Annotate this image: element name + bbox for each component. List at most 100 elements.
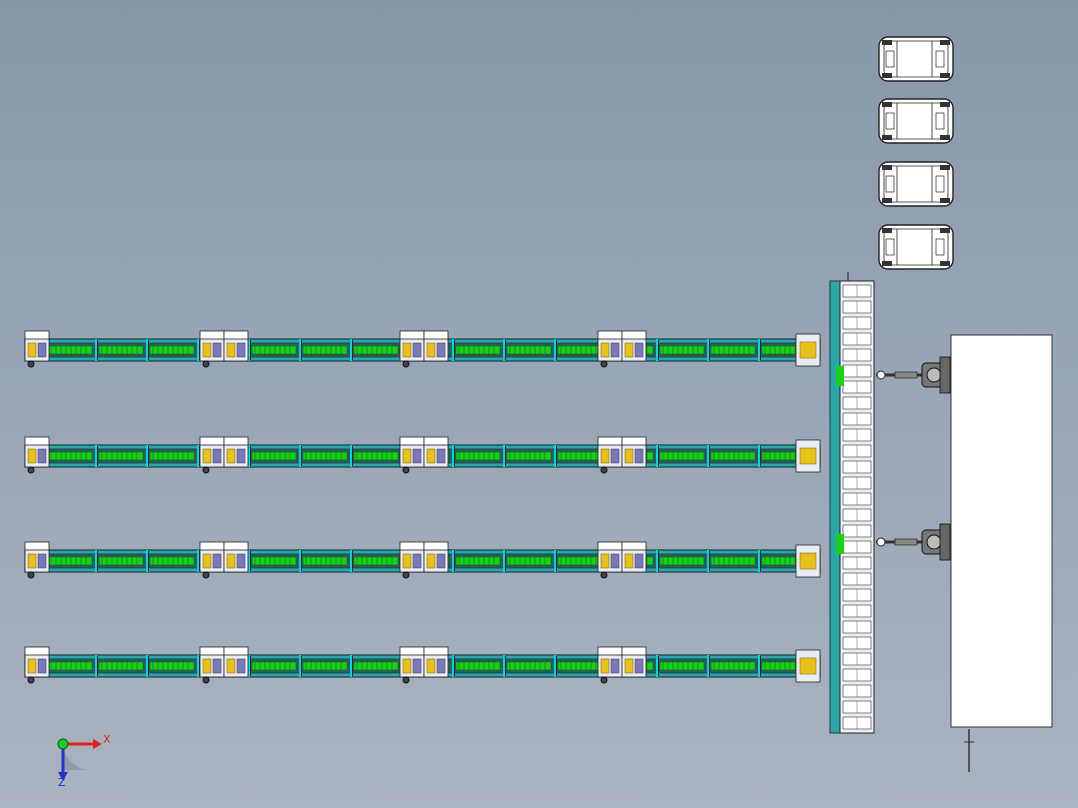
segment-head bbox=[399, 330, 425, 368]
vehicle-body bbox=[878, 36, 954, 82]
vehicle-seat bbox=[885, 50, 895, 68]
parked-vehicle bbox=[878, 98, 954, 144]
roller-section bbox=[251, 345, 297, 355]
segment-head bbox=[199, 330, 225, 368]
head-clamp bbox=[37, 553, 47, 569]
head-wheel bbox=[27, 676, 35, 684]
head-wheel bbox=[402, 466, 410, 474]
cyan-accent bbox=[248, 655, 250, 677]
triad-x-label: X bbox=[103, 733, 111, 746]
head-clamp bbox=[212, 448, 222, 464]
cyan-accent bbox=[707, 550, 709, 572]
vehicle-body bbox=[878, 98, 954, 144]
conveyor-line[interactable] bbox=[24, 541, 821, 579]
vehicle-wheel bbox=[882, 40, 892, 45]
transfer-station[interactable] bbox=[829, 272, 875, 734]
head-clamp bbox=[624, 342, 634, 358]
roller-section bbox=[98, 556, 144, 566]
head-wheel bbox=[600, 466, 608, 474]
vehicle-inner bbox=[883, 102, 949, 140]
head-clamp bbox=[37, 448, 47, 464]
head-clamp bbox=[436, 658, 446, 674]
head-clamp bbox=[426, 658, 436, 674]
head-clamp bbox=[624, 553, 634, 569]
head-clamp bbox=[226, 448, 236, 464]
head-clamp bbox=[426, 342, 436, 358]
vehicle-seat bbox=[935, 50, 945, 68]
line-end-unit bbox=[795, 439, 821, 473]
cyan-accent bbox=[452, 339, 454, 361]
head-clamp bbox=[634, 658, 644, 674]
roller-section bbox=[47, 661, 93, 671]
tank-body bbox=[950, 334, 1053, 728]
transfer-marker bbox=[836, 534, 844, 554]
vehicle-body bbox=[878, 224, 954, 270]
vehicle-wheel bbox=[882, 135, 892, 140]
segment-head bbox=[24, 541, 50, 579]
triad-z-label: Z bbox=[58, 776, 66, 789]
head-clamp bbox=[226, 658, 236, 674]
parked-vehicles-group bbox=[878, 36, 954, 270]
roller-section bbox=[149, 451, 195, 461]
vehicle-inner bbox=[883, 40, 949, 78]
segment-head bbox=[597, 541, 623, 579]
head-clamp bbox=[212, 658, 222, 674]
conveyor-line[interactable] bbox=[24, 330, 821, 368]
storage-tank[interactable] bbox=[950, 334, 1053, 772]
cyan-accent bbox=[758, 445, 760, 467]
vehicle-wheel bbox=[882, 165, 892, 170]
head-clamp bbox=[624, 448, 634, 464]
end-clamp bbox=[799, 341, 817, 359]
cyan-accent bbox=[197, 445, 199, 467]
cyan-accent bbox=[299, 339, 301, 361]
segment-head bbox=[24, 436, 50, 474]
head-clamp bbox=[412, 342, 422, 358]
head-clamp bbox=[226, 342, 236, 358]
roller-section bbox=[353, 556, 399, 566]
roller-section bbox=[302, 661, 348, 671]
cyan-accent bbox=[656, 550, 658, 572]
cyan-accent bbox=[452, 445, 454, 467]
vehicle-body bbox=[878, 161, 954, 207]
roller-section bbox=[557, 556, 603, 566]
end-clamp bbox=[799, 552, 817, 570]
segment-head bbox=[199, 436, 225, 474]
conveyor-line[interactable] bbox=[24, 436, 821, 474]
head-wheel bbox=[27, 360, 35, 368]
roller-section bbox=[455, 556, 501, 566]
vehicle-wheel bbox=[882, 198, 892, 203]
robot-mount bbox=[939, 523, 951, 561]
vehicle-seat bbox=[885, 175, 895, 193]
line-end-unit bbox=[795, 333, 821, 367]
cyan-accent bbox=[299, 655, 301, 677]
roller-section bbox=[98, 661, 144, 671]
head-clamp bbox=[37, 342, 47, 358]
segment-head bbox=[423, 436, 449, 468]
conveyor-lines-group bbox=[24, 330, 821, 684]
vehicle-wheel bbox=[940, 165, 950, 170]
roller-section bbox=[506, 661, 552, 671]
cyan-accent bbox=[656, 445, 658, 467]
end-clamp bbox=[799, 657, 817, 675]
head-clamp bbox=[37, 658, 47, 674]
segment-head bbox=[423, 330, 449, 362]
head-clamp bbox=[600, 448, 610, 464]
head-clamp bbox=[236, 342, 246, 358]
head-clamp bbox=[226, 553, 236, 569]
conveyor-line[interactable] bbox=[24, 646, 821, 684]
roller-section bbox=[98, 345, 144, 355]
head-clamp bbox=[600, 553, 610, 569]
segment-head bbox=[399, 646, 425, 684]
vehicle-wheel bbox=[940, 40, 950, 45]
roller-section bbox=[455, 661, 501, 671]
vehicle-inner bbox=[883, 228, 949, 266]
roller-section bbox=[659, 661, 705, 671]
robot-forearm bbox=[894, 371, 918, 379]
roller-section bbox=[710, 451, 756, 461]
head-wheel bbox=[202, 676, 210, 684]
cyan-accent bbox=[350, 445, 352, 467]
head-clamp bbox=[412, 553, 422, 569]
robot-gripper bbox=[876, 537, 886, 547]
